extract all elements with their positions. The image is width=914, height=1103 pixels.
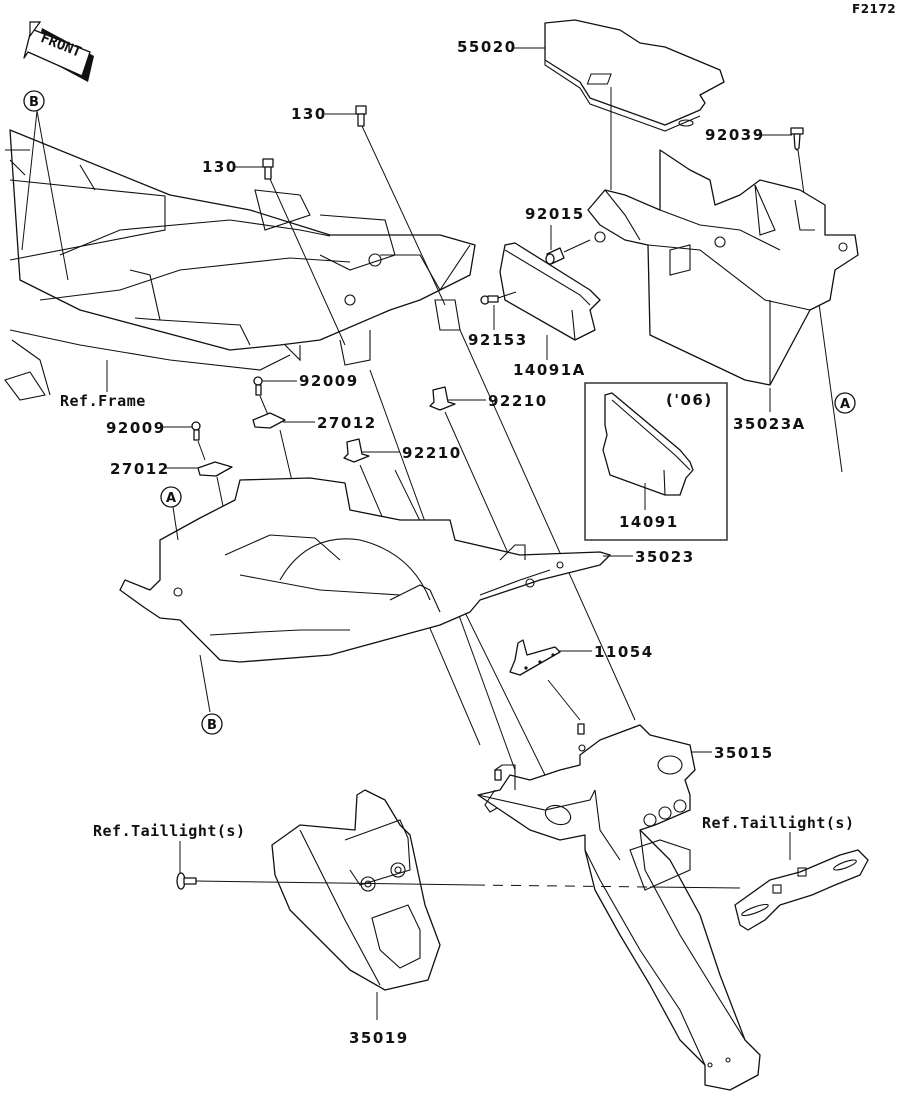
svg-text:A: A [166, 491, 176, 506]
svg-text:35023A: 35023A [733, 415, 806, 433]
svg-text:35019: 35019 [349, 1029, 409, 1047]
screw-92009-lower: 92009 [106, 419, 206, 461]
svg-text:A: A [840, 397, 850, 412]
svg-text:92210: 92210 [402, 444, 462, 462]
front-arrow-icon: FRONT [23, 21, 94, 82]
svg-text:11054: 11054 [594, 643, 654, 661]
nut-plate-27012-upper: 27012 [252, 412, 377, 516]
variant-part-label: 14091 [619, 513, 679, 531]
part-35023A: 35023A [587, 149, 859, 433]
screw-92009-upper: 92009 [253, 372, 359, 416]
screw-92153: 92153 [468, 291, 528, 349]
svg-text:27012: 27012 [317, 414, 377, 432]
svg-text:35023: 35023 [635, 548, 695, 566]
svg-text:B: B [207, 718, 217, 733]
ref-frame-label: Ref.Frame [60, 392, 146, 410]
part-55020: 55020 [457, 19, 725, 190]
svg-text:92015: 92015 [525, 205, 585, 223]
svg-text:92153: 92153 [468, 331, 528, 349]
part-35023: 35023 [119, 477, 695, 663]
svg-text:130: 130 [291, 105, 327, 123]
svg-text:92210: 92210 [488, 392, 548, 410]
stud-bolts [494, 723, 585, 781]
svg-text:27012: 27012 [110, 460, 170, 478]
reference-marker-a-left: A [160, 486, 182, 541]
bolt-130-upper: 130 [291, 105, 446, 306]
svg-text:92009: 92009 [106, 419, 166, 437]
reference-marker-a-right: A [834, 392, 856, 414]
taillight-screw-left: Ref.Taillight(s) [93, 822, 651, 890]
svg-text:55020: 55020 [457, 38, 517, 56]
svg-text:92039: 92039 [705, 126, 765, 144]
part-14091A: 14091A [499, 242, 601, 379]
svg-text:B: B [29, 95, 39, 110]
nut-plate-27012-lower: 27012 [110, 460, 233, 541]
svg-text:35015: 35015 [714, 744, 774, 762]
reference-marker-b-bottom: B [199, 654, 223, 735]
svg-text:14091A: 14091A [513, 361, 586, 379]
ref-taillight-right-label: Ref.Taillight(s) [702, 814, 855, 832]
clip-92039: 92039 [705, 126, 843, 473]
figure-code: F2172 [852, 2, 896, 16]
part-35015: 35015 [477, 724, 774, 1091]
bolt-130-lower: 130 [202, 158, 346, 346]
frame-drawing [4, 129, 476, 401]
variant-box-06: ('06) 14091 [584, 382, 728, 541]
svg-text:92009: 92009 [299, 372, 359, 390]
bracket-11054: 11054 [509, 639, 654, 721]
collar-92015: 92015 [525, 205, 591, 265]
part-35019: 35019 [271, 789, 441, 1047]
svg-text:130: 130 [202, 158, 238, 176]
ref-taillight-left-label: Ref.Taillight(s) [93, 822, 246, 840]
variant-year-note: ('06) [666, 391, 713, 409]
reference-marker-b-top: B [21, 90, 69, 281]
taillight-bracket-right: Ref.Taillight(s) [649, 814, 869, 931]
